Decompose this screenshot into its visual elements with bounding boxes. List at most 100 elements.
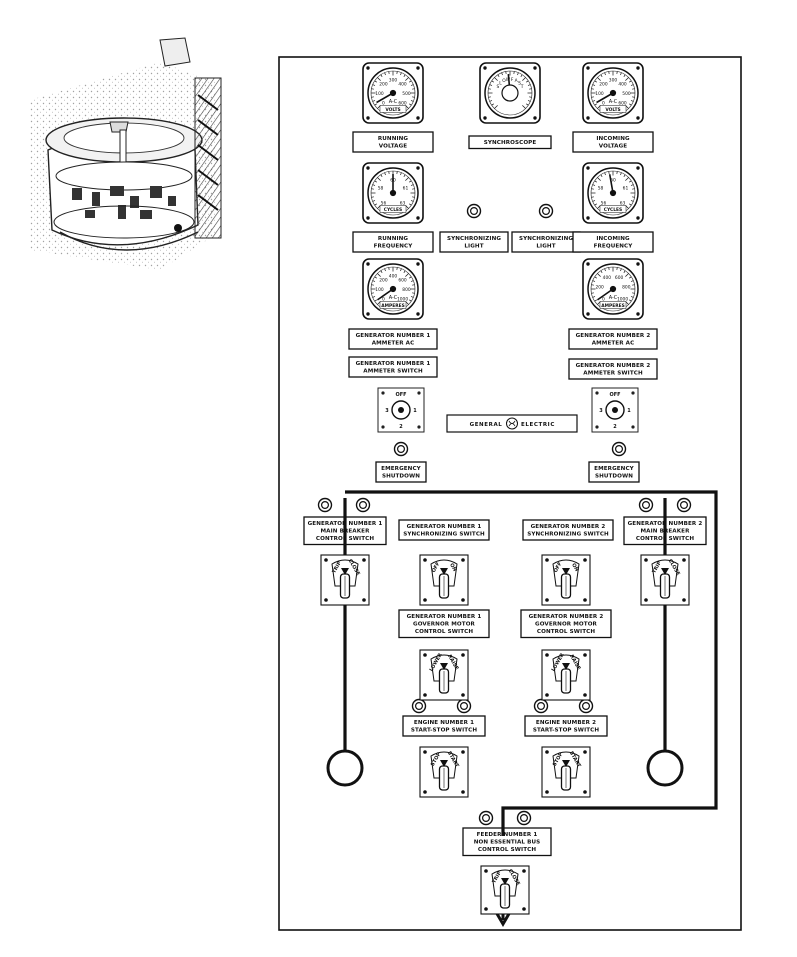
- gen1-governor-label-line-1: GOVERNOR MOTOR: [413, 622, 476, 628]
- gen1-governor-label-line-2: CONTROL SWITCH: [415, 629, 473, 635]
- engine2-label-line-0: ENGINE NUMBER 2: [536, 720, 596, 726]
- running-voltage-unit: VOLTS: [385, 107, 400, 113]
- gen2-ammeter-scale-2: 400: [603, 275, 612, 281]
- running-voltage-label-line-1: VOLTAGE: [379, 144, 408, 150]
- ammeter-switch-gen1-pos2: 2: [399, 424, 403, 430]
- gen2-ammeter-switch-label-line-0: GENERATOR NUMBER 2: [576, 363, 651, 369]
- sync-light-label-left-line-0: SYNCHRONIZING: [447, 236, 501, 242]
- synchroscope-label-line-0: SYNCHROSCOPE: [484, 140, 537, 146]
- incoming-voltage-scale-1: 100: [595, 91, 604, 97]
- engine1-label-line-1: START-STOP SWITCH: [411, 728, 478, 734]
- gen2-governor-label: GENERATOR NUMBER 2 GOVERNOR MOTORCONTROL …: [521, 610, 611, 638]
- sync-light-label-right-line-0: SYNCHRONIZING: [519, 236, 573, 242]
- running-voltage-scale-5: 500: [402, 91, 411, 97]
- incoming-voltage-label-line-0: INCOMING: [596, 136, 630, 142]
- underground-shelter-cutaway: [30, 38, 221, 270]
- gen1-ammeter-label-line-0: GENERATOR NUMBER 1: [356, 333, 431, 339]
- gen1-ammeter-switch-label-line-0: GENERATOR NUMBER 1: [356, 361, 431, 367]
- gen2-governor-label-line-0: GENERATOR NUMBER 2: [529, 614, 604, 620]
- gen1-governor-label: GENERATOR NUMBER 1 GOVERNOR MOTORCONTROL …: [399, 610, 489, 638]
- gen2-governor-indicator-a: [535, 700, 548, 713]
- ammeter-switch-gen2[interactable]: OFF 1 2 3: [592, 388, 638, 432]
- feeder-label-line-1: NON ESSENTIAL BUS: [474, 840, 540, 846]
- incoming-voltage-scale-5: 500: [622, 91, 631, 97]
- sync-light-label-left-line-1: LIGHT: [464, 244, 483, 250]
- gen1-breaker-indicator-b: [357, 499, 370, 512]
- gen1-ammeter-type: A-C: [389, 295, 398, 301]
- engine2-label: ENGINE NUMBER 2 START-STOP SWITCH: [525, 716, 607, 736]
- ammeter-switch-gen2-pos3: 3: [599, 408, 603, 414]
- gen2-ammeter-unit: AMPERES: [601, 303, 625, 309]
- gen1-emergency-shutdown-button: [395, 443, 408, 456]
- gen2-ammeter-label-line-1: AMMETER AC: [592, 341, 635, 347]
- ammeter-switch-gen2-off: OFF: [609, 392, 620, 398]
- gen1-emergency-label-line-0: EMERGENCY: [381, 466, 422, 472]
- gen2-sync-switch-label-line-1: SYNCHRONIZING SWITCH: [527, 532, 609, 538]
- incoming-frequency-label-line-1: FREQUENCY: [594, 244, 634, 250]
- ammeter-switch-gen1[interactable]: OFF 1 2 3: [378, 388, 424, 432]
- sync-light-label-left: SYNCHRONIZING LIGHT: [440, 232, 508, 252]
- feeder-label-line-2: CONTROL SWITCH: [478, 847, 536, 853]
- gen2-governor-label-line-1: GOVERNOR MOTOR: [535, 622, 598, 628]
- incoming-frequency-unit: CYCLES: [604, 207, 622, 213]
- gen2-sync-switch-label-line-0: GENERATOR NUMBER 2: [531, 524, 606, 530]
- ammeter-switch-gen1-pos1: 1: [413, 408, 417, 414]
- bus-terminal-left: [328, 751, 362, 785]
- gen2-ammeter-scale-3: 600: [615, 275, 624, 281]
- gen1-governor-label-line-0: GENERATOR NUMBER 1: [407, 614, 482, 620]
- gen1-ammeter-scale-3: 400: [389, 273, 398, 279]
- gen1-governor-indicator-a: [413, 700, 426, 713]
- incoming-frequency-scale-3: 61: [623, 186, 629, 192]
- incoming-voltage-scale-4: 400: [618, 81, 627, 87]
- gen2-emergency-shutdown-button: [613, 443, 626, 456]
- gen1-sync-switch-label-line-0: GENERATOR NUMBER 1: [407, 524, 482, 530]
- running-frequency-scale-3: 61: [403, 186, 409, 192]
- gen2-breaker-indicator-b: [678, 499, 691, 512]
- gen2-emergency-label-line-1: SHUTDOWN: [595, 474, 633, 480]
- feeder-indicator-a: [480, 812, 493, 825]
- sync-light-left: [468, 205, 481, 218]
- incoming-frequency-label-line-0: INCOMING: [596, 236, 630, 242]
- gen2-governor-label-line-2: CONTROL SWITCH: [537, 629, 595, 635]
- incoming-voltage-scale-2: 200: [599, 81, 608, 87]
- gen2-ammeter-type: A-C: [609, 295, 618, 301]
- ammeter-switch-gen2-pos2: 2: [613, 424, 617, 430]
- running-frequency-unit: CYCLES: [384, 207, 402, 213]
- ammeter-switch-gen1-pos3: 3: [385, 408, 389, 414]
- running-frequency-label-line-0: RUNNING: [378, 236, 409, 242]
- engine2-label-line-1: START-STOP SWITCH: [533, 728, 600, 734]
- running-frequency-scale-1: 58: [378, 186, 384, 192]
- feeder-indicator-b: [518, 812, 531, 825]
- incoming-frequency-label: INCOMING FREQUENCY: [573, 232, 653, 252]
- gen2-ammeter-scale-4: 800: [622, 285, 631, 291]
- gen1-governor-indicator-b: [458, 700, 471, 713]
- gen1-ammeter-unit: AMPERES: [381, 303, 405, 309]
- gen1-ammeter-scale-4: 600: [398, 277, 407, 283]
